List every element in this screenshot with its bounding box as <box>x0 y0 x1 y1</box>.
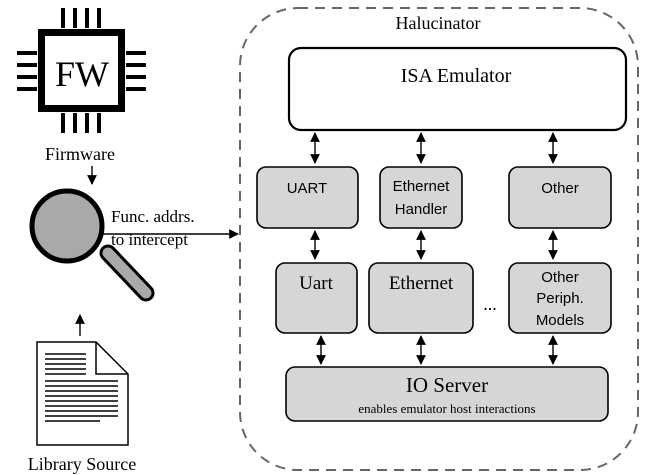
isa-emulator-box <box>287 46 628 132</box>
ethernet-handler-label-line1: Ethernet <box>393 178 451 195</box>
ethernet-handler-label-line2: Handler <box>395 201 448 218</box>
uart-handler-box <box>256 166 359 229</box>
uart-handler-label: UART <box>287 180 328 197</box>
ethernet-model-label: Ethernet <box>389 273 454 294</box>
other-handler-label: Other <box>541 180 579 197</box>
io-server-box <box>285 366 609 422</box>
io-server-subtitle: enables emulator host interactions <box>358 401 535 416</box>
halucinator-title: Halucinator <box>396 13 481 33</box>
uart-model-label: Uart <box>299 273 333 294</box>
magnifier-label-line1: Func. addrs. <box>111 207 195 226</box>
document-icon <box>36 341 129 446</box>
other-models-label-line1: Other <box>541 269 579 286</box>
firmware-chip-label: FW <box>55 54 109 94</box>
other-models-label-line3: Models <box>536 312 584 329</box>
other-models-label-line2: Periph. <box>536 290 584 307</box>
halucinator-container <box>239 7 639 471</box>
more-models-ellipsis: ... <box>483 294 497 314</box>
other-models-box <box>508 262 612 334</box>
magnifier-label-line2: to intercept <box>111 230 188 249</box>
library-caption: Library Source <box>28 454 136 474</box>
ethernet-handler-box <box>379 166 463 229</box>
ethernet-model-box <box>368 262 474 334</box>
firmware-chip-icon <box>17 8 146 133</box>
magnifier-icon <box>29 188 155 302</box>
uart-model-box <box>275 262 358 334</box>
isa-emulator-label: ISA Emulator <box>401 65 512 87</box>
other-handler-box <box>508 166 612 229</box>
firmware-caption: Firmware <box>45 144 115 164</box>
io-server-title: IO Server <box>406 373 488 397</box>
